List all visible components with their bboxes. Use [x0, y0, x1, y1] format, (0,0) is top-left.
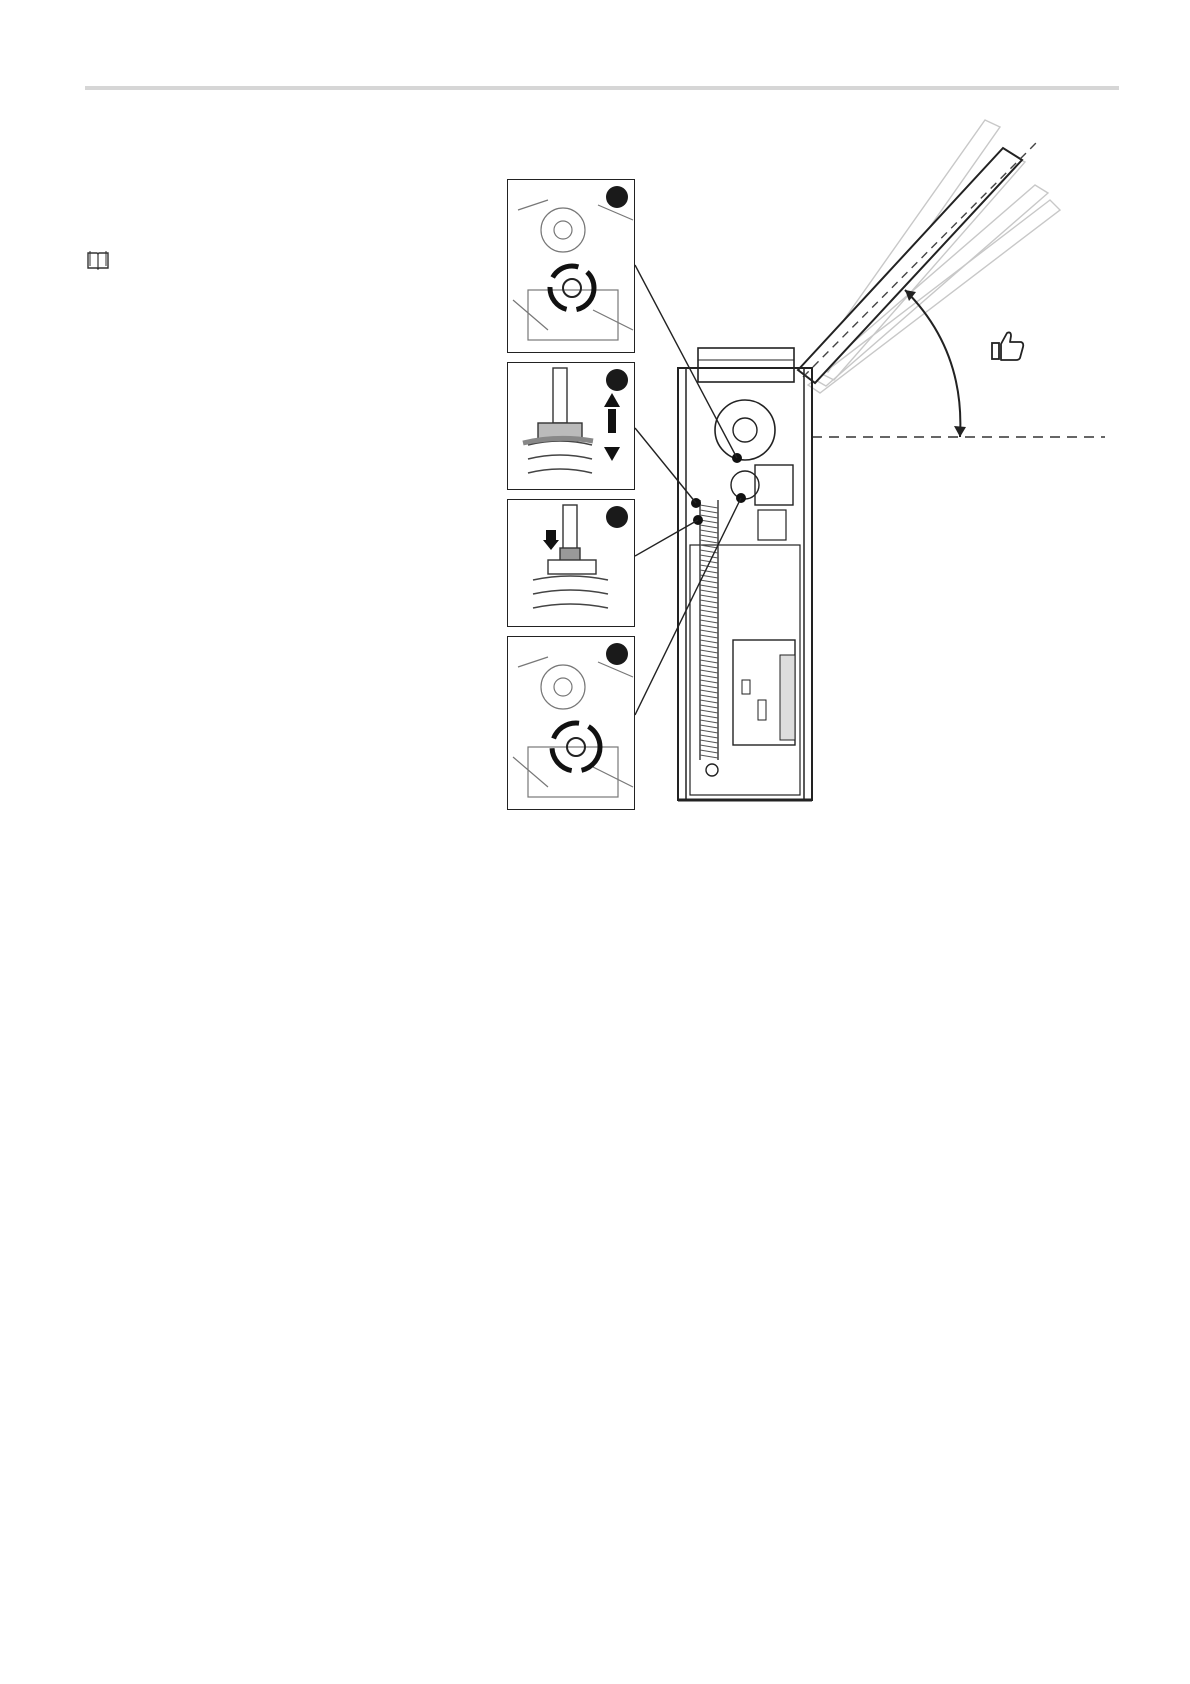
- detail-panel-2: [507, 362, 635, 490]
- detail-panel-1: [507, 179, 635, 353]
- step-badge: [606, 506, 628, 528]
- detail-panel-4: [507, 636, 635, 810]
- step-badge: [606, 369, 628, 391]
- step-badge: [606, 643, 628, 665]
- detail-panel-3: [507, 499, 635, 627]
- step-badge: [606, 186, 628, 208]
- thumbs-up-icon: [990, 327, 1026, 363]
